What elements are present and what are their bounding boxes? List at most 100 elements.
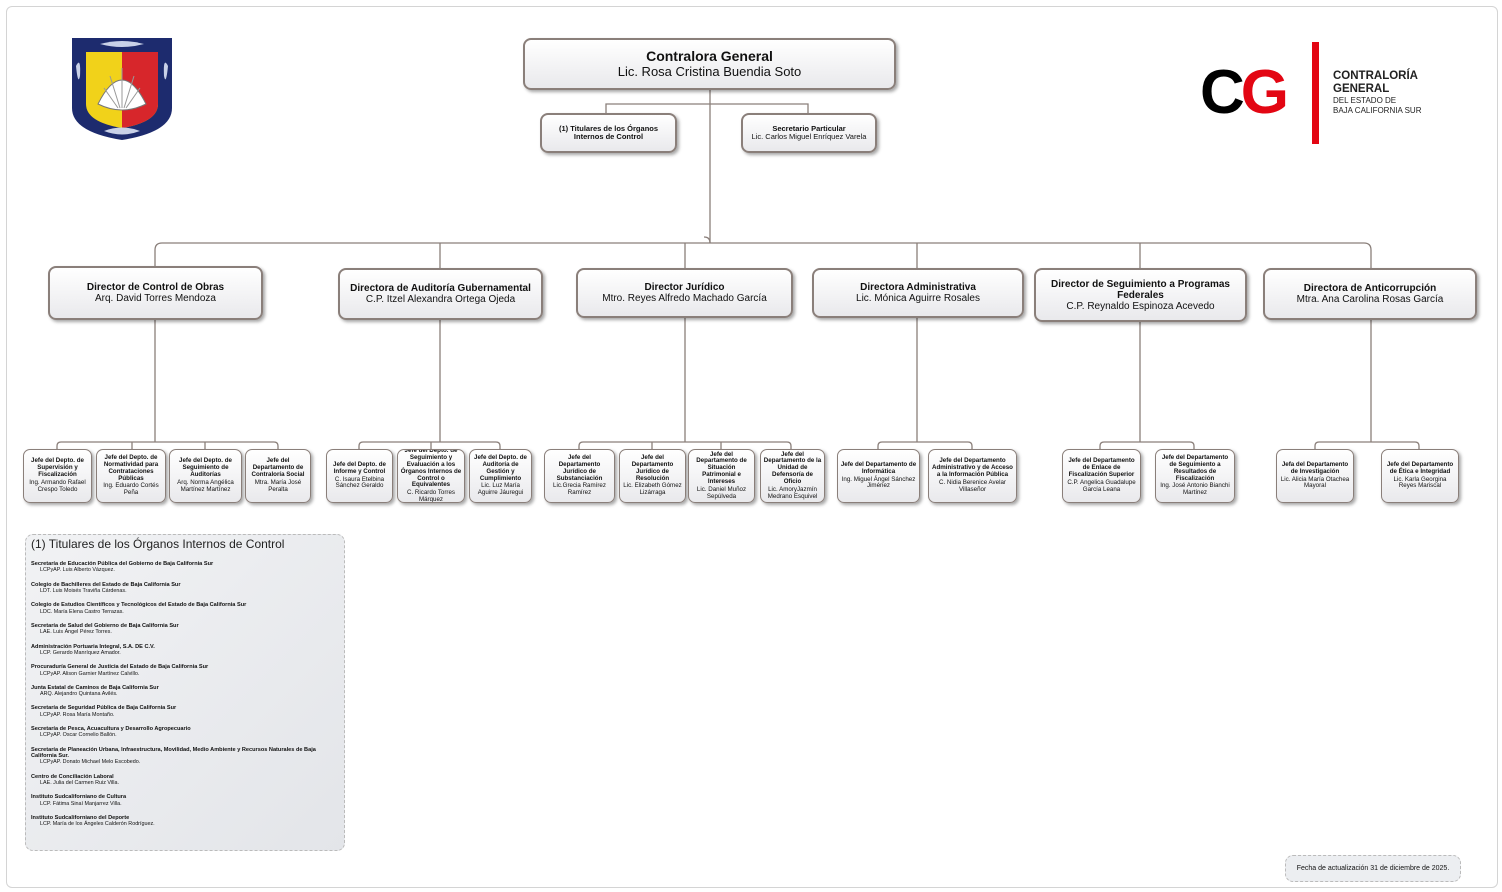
- cg-logo-mark: CG: [1200, 58, 1289, 127]
- org-node-department: Jefe del Departamento de Informática Ing…: [837, 449, 920, 503]
- page-frame: [6, 6, 1498, 888]
- list-item: Administración Portuaria Integral, S.A. …: [31, 643, 155, 656]
- node-name: Lic. Rosa Cristina Buendia Soto: [617, 63, 802, 79]
- node-title: Directora Administrativa: [860, 282, 976, 293]
- node-name: Mtra. María José Peralta: [254, 478, 302, 493]
- org-node-department: Jefe del Departamento de Seguimiento a R…: [1155, 449, 1235, 503]
- node-title: Jefa del Departamento de Investigación: [1281, 460, 1349, 475]
- node-title: Jefe del Depto. de Seguimiento de Audito…: [179, 457, 232, 479]
- node-name: Ing. Armando Rafael Crespo Toledo: [29, 478, 86, 493]
- node-title: Jefe del Departamento de Situación Patri…: [696, 450, 747, 485]
- org-node-department: Jefe del Departamento Jurídico de Resolu…: [619, 449, 686, 503]
- org-node-director-juridico: Director Jurídico Mtro. Reyes Alfredo Ma…: [576, 268, 793, 318]
- node-title: (1) Titulares de los Órganos Internos de…: [558, 123, 659, 141]
- node-name: C.P. Itzel Alexandra Ortega Ojeda: [365, 294, 516, 305]
- org-node-department: Jefe del Departamento de Enlace de Fisca…: [1062, 449, 1141, 503]
- node-title: Jefe del Depto. de Informe y Control: [333, 460, 386, 475]
- oic-holders-list: Secretaría de Educación Pública del Gobi…: [31, 561, 339, 828]
- node-title: Jefe del Depto. de Seguimiento y Evaluac…: [400, 449, 462, 489]
- org-node-director-control-obras: Director de Control de Obras Arq. David …: [48, 266, 263, 320]
- org-node-department: Jefe del Depto. de Seguimiento de Audito…: [169, 449, 242, 503]
- node-name: Arq. David Torres Mendoza: [95, 293, 216, 304]
- node-title: Jefe del Departamento de Enlace de Fisca…: [1068, 457, 1135, 479]
- node-name: C. Nidia Berenice Avelar Villaseñor: [939, 478, 1006, 493]
- node-name: Mtro. Reyes Alfredo Machado García: [602, 293, 767, 304]
- node-title: Jefe del Departamento de la Unidad de De…: [763, 450, 822, 485]
- org-node-department: Jefe del Depto. de Supervisión y Fiscali…: [23, 449, 92, 503]
- org-node-department: Jefe del Departamento Jurídico de Substa…: [544, 449, 615, 503]
- node-title: Director de Seguimiento a Programas Fede…: [1051, 278, 1230, 301]
- node-name: Lic. Daniel Muñoz Sepúlveda: [696, 485, 747, 500]
- org-node-department: Jefe del Departamento de Situación Patri…: [688, 449, 755, 503]
- node-name: Lic. Elizabeth Gómez Lizárraga: [623, 482, 682, 497]
- cg-logo-text: CONTRALORÍA GENERAL DEL ESTADO DE BAJA C…: [1333, 70, 1422, 115]
- org-node-directora-auditoria: Directora de Auditoría Gubernamental C.P…: [338, 268, 543, 320]
- node-title: Jefe del Departamento de Seguimiento a R…: [1161, 454, 1229, 482]
- node-title: Secretario Particular: [772, 123, 846, 133]
- node-name: Lic. Carlos Miguel Enríquez Varela: [751, 132, 867, 141]
- org-node-directora-anticorrupcion: Directora de Anticorrupción Mtra. Ana Ca…: [1263, 268, 1477, 320]
- node-name: Mtra. Ana Carolina Rosas García: [1296, 294, 1444, 305]
- node-title: Director de Control de Obras: [86, 282, 225, 293]
- list-item: Secretaría de Salud del Gobierno de Baja…: [31, 622, 179, 636]
- oic-holders-panel: (1) Titulares de los Órganos Internos de…: [25, 534, 345, 851]
- node-name: Ing. José Antonio Bianchi Martínez: [1160, 482, 1230, 497]
- org-node-department: Jefe del Departamento de la Unidad de De…: [760, 449, 825, 503]
- node-name: Lic. AmoryJazmín Medrano Esquivel: [767, 485, 818, 500]
- node-name: Lic.Grecia Ramírez Ramírez: [553, 482, 606, 497]
- org-node-titulares-oic: (1) Titulares de los Órganos Internos de…: [540, 113, 677, 153]
- list-item: Secretaría de Seguridad Pública de Baja …: [31, 705, 177, 718]
- list-item: Secretaría de Pesca, Acuacultura y Desar…: [31, 726, 191, 739]
- node-title: Jefe del Departamento de Ética e Integri…: [1386, 460, 1454, 475]
- org-node-director-programas-federales: Director de Seguimiento a Programas Fede…: [1034, 268, 1247, 322]
- node-name: C. Isaura Etelbina Sánchez Geraldo: [334, 475, 385, 490]
- node-title: Jefe del Departamento Jurídico de Substa…: [556, 454, 603, 482]
- node-title: Jefe del Departamento Administrativo y d…: [932, 457, 1013, 479]
- baja-california-sur-coat-of-arms-icon: [72, 38, 172, 140]
- list-item: Secretaría de Educación Pública del Gobi…: [31, 561, 214, 574]
- cg-logo-bar: [1312, 42, 1319, 144]
- list-item: Procuraduría General de Justicia del Est…: [31, 664, 209, 677]
- node-name: Lic. Mónica Aguirre Rosales: [856, 293, 980, 304]
- node-title: Jefe del Depto. de Supervisión y Fiscali…: [31, 457, 84, 479]
- node-name: Lic. Luz María Aguirre Jáuregui: [477, 482, 524, 497]
- node-name: Lic. Alicia María Otachea Mayoral: [1280, 475, 1350, 490]
- org-node-department: Jefe del Depto. de Seguimiento y Evaluac…: [397, 449, 465, 503]
- node-name: C.P. Reynaldo Espinoza Acevedo: [1066, 300, 1215, 312]
- node-name: Ing. Miguel Ángel Sánchez Jiménez: [841, 475, 916, 490]
- node-title: Directora de Auditoría Gubernamental: [350, 283, 531, 294]
- list-item: Junta Estatal de Caminos de Baja Califor…: [31, 684, 159, 698]
- list-item: Colegio de Estudios Científicos y Tecnol…: [31, 602, 247, 615]
- node-title: Jefe del Depto. de Auditoría de Gestión …: [474, 454, 527, 482]
- node-title: Contralora General: [646, 48, 773, 65]
- node-title: Director Jurídico: [644, 282, 725, 293]
- node-name: Ing. Eduardo Cortés Peña: [103, 482, 159, 497]
- org-node-department: Jefe del Depto. de Normatividad para Con…: [96, 449, 166, 503]
- org-node-department: Jefa del Departamento de Investigación L…: [1276, 449, 1354, 503]
- contraloria-general-logo: CG CONTRALORÍA GENERAL DEL ESTADO DE BAJ…: [1200, 42, 1440, 146]
- org-node-department: Jefe del Departamento de Ética e Integri…: [1381, 449, 1459, 503]
- list-item: Colegio de Bachilleres del Estado de Baj…: [31, 581, 181, 595]
- node-title: Jefe del Departamento de Informática: [840, 460, 917, 475]
- node-name: C.P. Angelica Guadalupe García Leana: [1067, 478, 1136, 493]
- list-item: Secretaría de Planeación Urbana, Infraes…: [31, 746, 316, 766]
- org-node-secretario-particular: Secretario Particular Lic. Carlos Miguel…: [741, 113, 877, 153]
- oic-holders-title: (1) Titulares de los Órganos Internos de…: [31, 537, 285, 551]
- node-name: Lic. Karla Georgina Reyes Mariscal: [1393, 475, 1447, 490]
- org-node-department: Jefe del Departamento Administrativo y d…: [928, 449, 1017, 503]
- node-name: C. Ricardo Torres Márquez: [406, 489, 456, 503]
- org-node-department: Jefe del Depto. de Informe y Control C. …: [326, 449, 393, 503]
- org-node-department: Jefe del Depto. de Auditoría de Gestión …: [469, 449, 532, 503]
- org-node-contralora-general: Contralora General Lic. Rosa Cristina Bu…: [523, 38, 896, 90]
- node-name: Arq. Norma Angélica Martínez Martínez: [177, 478, 234, 493]
- node-title: Jefe del Departamento Jurídico de Resolu…: [631, 454, 674, 482]
- org-node-directora-administrativa: Directora Administrativa Lic. Mónica Agu…: [812, 268, 1024, 318]
- node-title: Jefe del Depto. de Normatividad para Con…: [103, 454, 159, 482]
- node-title: Directora de Anticorrupción: [1303, 283, 1437, 294]
- org-node-department: Jefe del Departamento de Contraloría Soc…: [245, 449, 311, 503]
- node-title: Jefe del Departamento de Contraloría Soc…: [251, 457, 305, 479]
